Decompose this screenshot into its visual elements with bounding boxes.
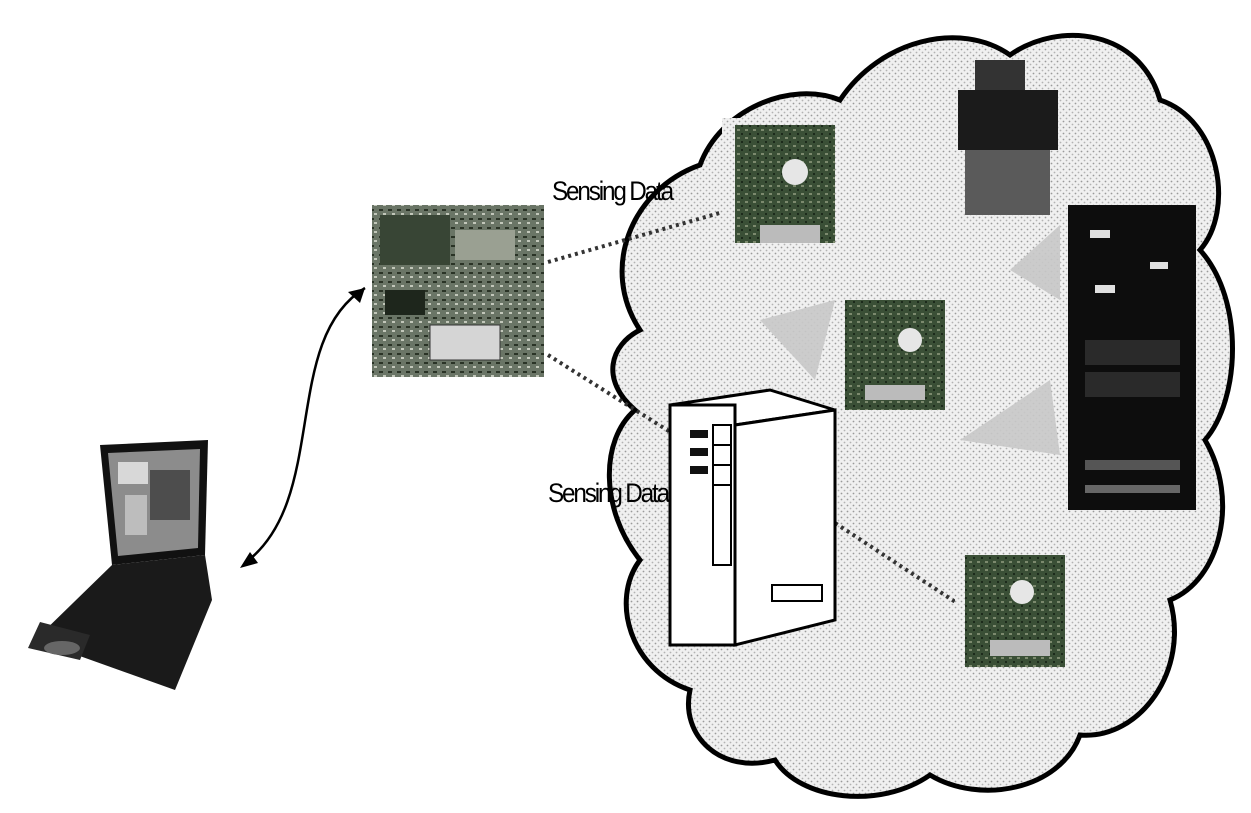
- sensor-board-icon: [955, 545, 1075, 675]
- sensor-board-icon: [722, 118, 842, 258]
- gateway-board-icon: [372, 205, 544, 377]
- sensing-data-label-bottom: Sensing Data: [548, 478, 668, 509]
- network-arrow-icon: [240, 288, 365, 568]
- sensing-data-label-top: Sensing Data: [552, 176, 672, 207]
- server-tower-icon: [670, 390, 835, 645]
- server-rack-icon: [1068, 205, 1196, 510]
- sensor-board-icon: [835, 292, 955, 422]
- laptop-icon: [28, 440, 212, 690]
